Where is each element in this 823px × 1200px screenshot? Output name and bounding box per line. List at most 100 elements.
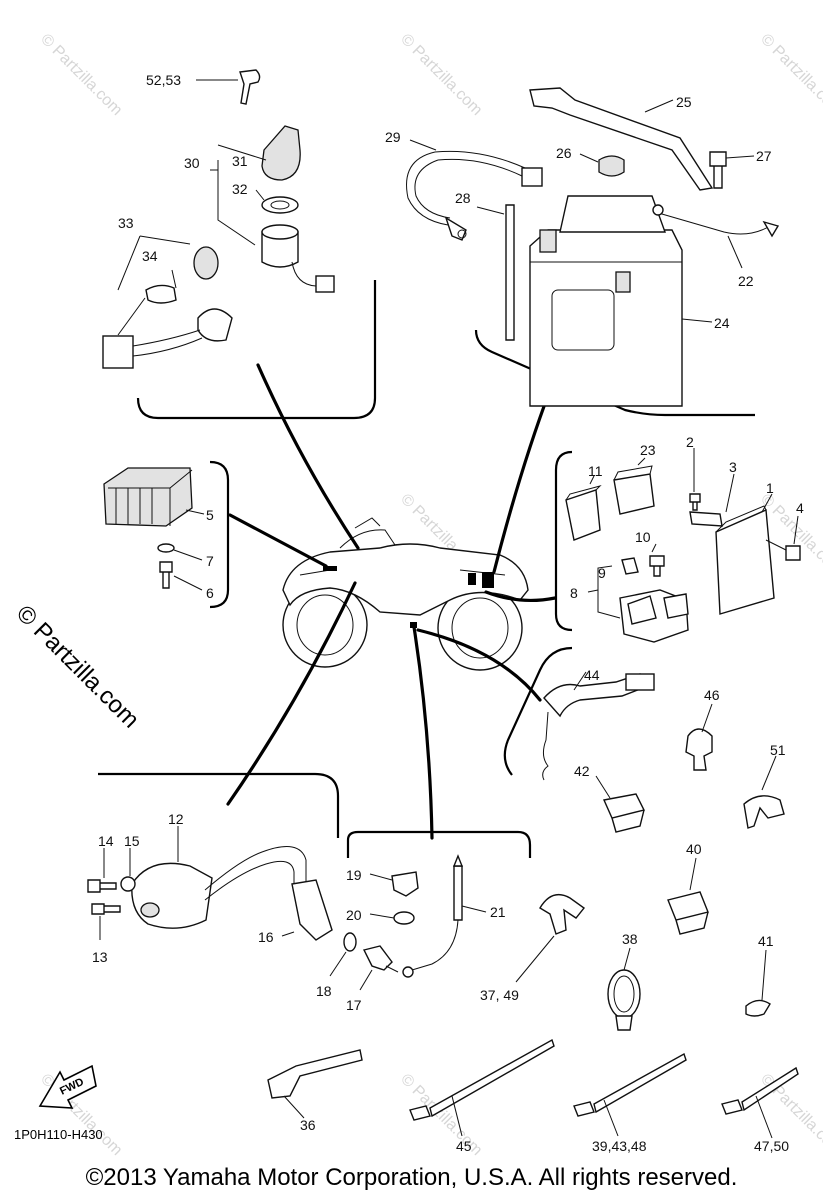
callout-21: 21 xyxy=(490,904,506,920)
sender-part xyxy=(362,945,393,971)
callout-12: 12 xyxy=(168,811,184,827)
cap-part xyxy=(193,246,219,280)
callout-42: 42 xyxy=(574,763,590,779)
bulb-socket-part xyxy=(145,284,177,304)
gasket-part xyxy=(393,911,415,925)
callout-11: 11 xyxy=(588,463,603,479)
callout-44: 44 xyxy=(584,667,600,683)
watermark: © Partzilla.com xyxy=(757,31,823,119)
callout-30: 30 xyxy=(184,155,200,171)
washer-part xyxy=(157,543,175,553)
callout-9: 9 xyxy=(598,565,606,581)
callout-13: 13 xyxy=(92,949,108,965)
callout-33: 33 xyxy=(118,215,134,231)
callout-39-43-48: 39,43,48 xyxy=(592,1138,647,1154)
callout-24: 24 xyxy=(714,315,730,331)
copyright-notice: ©2013 Yamaha Motor Corporation, U.S.A. A… xyxy=(85,1164,738,1191)
switch-cap-part xyxy=(261,125,301,181)
callout-18: 18 xyxy=(316,983,332,999)
group-leader-lines xyxy=(226,363,557,840)
callout-27: 27 xyxy=(756,148,772,164)
callout-45: 45 xyxy=(456,1138,472,1154)
diagram-code: 1P0H110-H430 xyxy=(14,1127,103,1142)
callout-32: 32 xyxy=(232,181,248,197)
group-brackets xyxy=(98,280,755,858)
connector-part xyxy=(785,545,801,561)
fwd-arrow-icon: FWD xyxy=(38,1064,97,1109)
band-part xyxy=(267,1049,363,1099)
relay-part xyxy=(565,489,601,541)
relay-part xyxy=(613,473,655,515)
clamp-part xyxy=(743,795,785,829)
cdi-unit-part xyxy=(715,508,775,615)
clamp-part xyxy=(667,891,709,935)
washer-part xyxy=(120,876,136,892)
ignition-coil-part xyxy=(131,862,213,929)
callout-26: 26 xyxy=(556,145,572,161)
callout-14: 14 xyxy=(98,833,114,849)
plug-cap-part xyxy=(291,879,333,941)
callout-8: 8 xyxy=(570,585,578,601)
watermark: © Partzilla.com xyxy=(397,31,485,119)
callout-28: 28 xyxy=(455,190,471,206)
cable-tie-part xyxy=(721,1066,799,1115)
thermo-switch-part xyxy=(391,871,419,897)
cable-tie-part xyxy=(573,1052,687,1117)
band-part xyxy=(607,969,641,1019)
key-part xyxy=(239,69,261,105)
sensor-group: 19 20 21 xyxy=(346,854,506,978)
fuse-part xyxy=(621,557,639,575)
callout-5: 5 xyxy=(206,507,214,523)
bolt-part xyxy=(87,879,117,893)
cable-tie-part xyxy=(409,1038,555,1121)
main-switch-group: 52,53 30 31 32 33 34 xyxy=(102,69,335,369)
connector-part xyxy=(102,335,134,369)
callout-37-49: 37, 49 xyxy=(480,987,519,1003)
ignition-coil-group: 12 16 14 15 13 18 17 xyxy=(87,811,399,1013)
watermark: © Partzilla.com xyxy=(37,31,125,119)
callout-29: 29 xyxy=(385,129,401,145)
callout-6: 6 xyxy=(206,585,214,601)
callout-16: 16 xyxy=(258,929,274,945)
rectifier-regulator-part xyxy=(103,467,193,527)
callout-46: 46 xyxy=(704,687,720,703)
callout-38: 38 xyxy=(622,931,638,947)
callout-17: 17 xyxy=(346,997,362,1013)
bolt-part xyxy=(159,561,173,589)
callout-47-50: 47,50 xyxy=(754,1138,789,1154)
callout-7: 7 xyxy=(206,553,214,569)
callout-25: 25 xyxy=(676,94,692,110)
callout-3: 3 xyxy=(729,459,737,475)
callout-4: 4 xyxy=(796,500,804,516)
callout-23: 23 xyxy=(640,442,656,458)
bolt-part xyxy=(709,151,727,189)
clamp-part xyxy=(603,793,646,833)
callout-31: 31 xyxy=(232,153,248,169)
relay-group: 11 23 10 9 8 2 3 1 4 xyxy=(565,434,804,643)
callout-15: 15 xyxy=(124,833,140,849)
callout-19: 19 xyxy=(346,867,362,883)
battery-group: 25 26 27 29 28 24 22 xyxy=(385,87,780,407)
nut-part xyxy=(261,196,299,214)
callout-36: 36 xyxy=(300,1117,316,1133)
callout-22: 22 xyxy=(738,273,754,289)
callout-2: 2 xyxy=(686,434,694,450)
callout-41: 41 xyxy=(758,933,774,949)
rectifier-group: 5 7 6 xyxy=(103,467,214,601)
callout-40: 40 xyxy=(686,841,702,857)
clamp-part xyxy=(539,894,586,935)
callout-52-53: 52,53 xyxy=(146,72,181,88)
callout-1: 1 xyxy=(766,480,774,496)
callout-51: 51 xyxy=(770,742,786,758)
sleeve-part xyxy=(453,865,463,921)
damper-part xyxy=(598,155,625,177)
bolt-part xyxy=(91,903,121,915)
clamp-part xyxy=(685,728,713,771)
main-switch-part xyxy=(261,231,299,268)
breather-hose-part xyxy=(505,204,515,341)
clamps-group: 44 46 51 42 40 37, 49 38 41 36 45 39,43, xyxy=(267,667,799,1154)
callout-10: 10 xyxy=(635,529,651,545)
callout-20: 20 xyxy=(346,907,362,923)
battery-part xyxy=(529,229,683,407)
